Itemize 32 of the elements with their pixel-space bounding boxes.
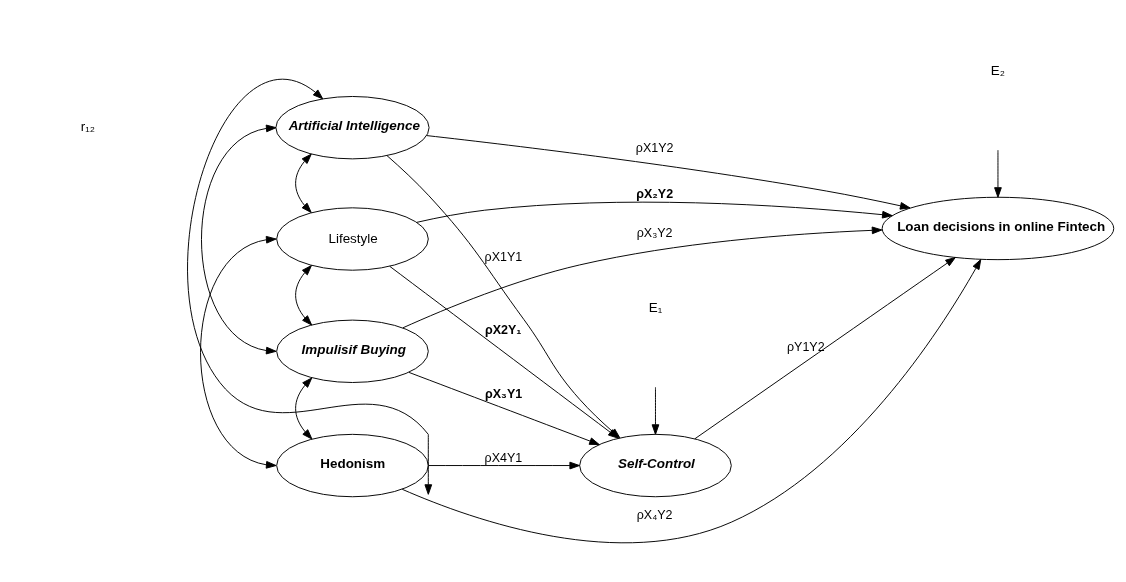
edge-label: ρX2Y₁ — [485, 322, 522, 337]
edge-label: ρX4Y1 — [484, 450, 523, 465]
arrow — [428, 461, 580, 469]
edge-label: ρY1Y2 — [786, 339, 825, 354]
arrow — [408, 371, 600, 445]
edge-label: ρX1Y2 — [635, 140, 674, 155]
arrow — [187, 79, 433, 495]
arrow — [295, 153, 312, 213]
arrow — [401, 258, 982, 543]
arrow — [295, 377, 313, 439]
edge-label: ρX₃Y2 — [636, 225, 673, 240]
arrow — [402, 226, 883, 328]
edge-label: ρX₃Y1 — [485, 386, 523, 401]
arrow — [416, 201, 893, 223]
arrow — [200, 235, 277, 469]
edge-label: ρX₂Y2 — [636, 186, 674, 201]
arrow — [994, 149, 1002, 198]
node-ellipse: Lifestyle — [276, 206, 429, 271]
arrow — [426, 134, 911, 210]
arrow — [295, 264, 313, 325]
node-ellipse: Impulisif Buying — [276, 319, 429, 383]
node-ellipse: Artificial Intelligence — [275, 95, 430, 159]
label: E₂ — [990, 62, 1006, 78]
arrow — [694, 256, 956, 439]
label: E₁ — [648, 299, 663, 315]
arrow — [201, 124, 277, 354]
node-ellipse: Self-Control — [579, 433, 732, 497]
edge-label: ρX1Y1 — [484, 249, 523, 264]
node-ellipse: Hedonism — [276, 433, 429, 497]
edge-label: ρX₄Y2 — [636, 507, 673, 522]
arrow — [651, 386, 660, 435]
label: r₁₂ — [80, 118, 95, 134]
